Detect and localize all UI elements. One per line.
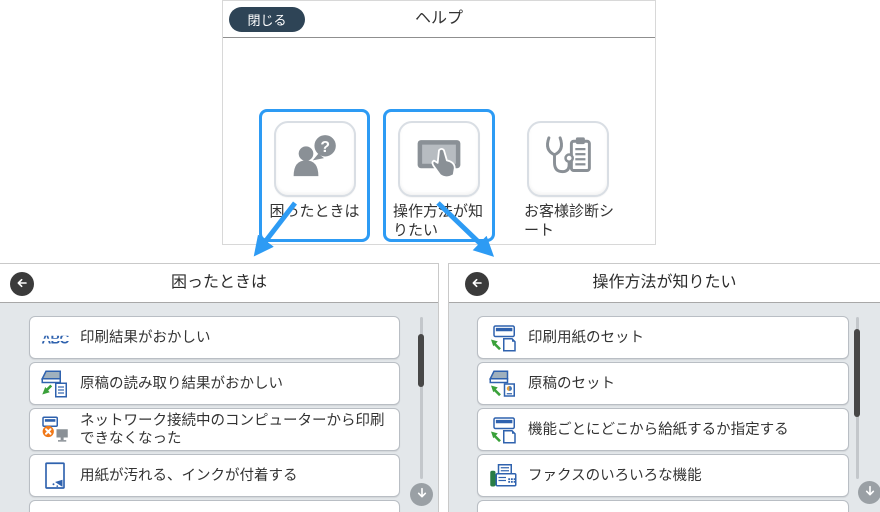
category-label: 操作方法が知りたい	[393, 203, 484, 239]
scroll-down-button[interactable]	[410, 483, 433, 506]
back-button[interactable]	[10, 272, 34, 296]
help-home-screen: 閉じる ヘルプ 困ったときは 操作方法が知りたい お客様診断シート	[222, 0, 656, 245]
person-question-icon	[288, 130, 342, 189]
list-item-label: 印刷結果がおかしい	[80, 329, 211, 346]
list-item-label: 原稿の読み取り結果がおかしい	[80, 375, 283, 392]
category-how-to[interactable]: 操作方法が知りたい	[383, 109, 495, 242]
smudged-paper-icon	[40, 461, 70, 491]
print-quality-icon	[40, 323, 70, 353]
diagnosis-sheet-icon	[541, 130, 595, 189]
category-label: お客様診断シート	[524, 203, 615, 239]
list-item-label: ファクスのいろいろな機能	[528, 467, 702, 484]
down-arrow-icon	[414, 485, 430, 504]
list-item-scan-result[interactable]: 原稿の読み取り結果がおかしい	[29, 362, 400, 405]
scroll-down-button[interactable]	[858, 481, 880, 504]
category-troubleshooting[interactable]: 困ったときは	[259, 109, 370, 242]
help-category-grid: 困ったときは 操作方法が知りたい お客様診断シート	[223, 38, 655, 244]
scrollbar-thumb[interactable]	[418, 334, 424, 387]
touch-screen-icon	[412, 130, 466, 189]
help-home-header: 閉じる ヘルプ	[223, 1, 655, 38]
how-to-screen: 操作方法が知りたい 印刷用紙のセット 原稿のセット 機能ごとにどこから給紙するか…	[448, 263, 880, 512]
paper-source-icon	[488, 415, 518, 445]
list-item-label: 機能ごとにどこから給紙するか指定する	[528, 421, 789, 438]
scrollbar-thumb[interactable]	[854, 329, 860, 417]
fax-features-icon	[488, 461, 518, 491]
list-item-print-result[interactable]: 印刷結果がおかしい	[29, 316, 400, 359]
list-item-label: 印刷用紙のセット	[528, 329, 644, 346]
help-title: ヘルプ	[414, 10, 463, 27]
list-item-label: 原稿のセット	[528, 375, 615, 392]
panel-title: 困ったときは	[170, 274, 267, 291]
list-item-paper-source[interactable]: 機能ごとにどこから給紙するか指定する	[477, 408, 849, 451]
down-arrow-icon	[862, 483, 878, 502]
category-tile[interactable]	[398, 121, 480, 197]
list-item-partial[interactable]	[29, 500, 400, 512]
panel-title: 操作方法が知りたい	[592, 274, 737, 291]
back-button[interactable]	[465, 272, 489, 296]
list-item-fax-features[interactable]: ファクスのいろいろな機能	[477, 454, 849, 497]
troubleshooting-list: 印刷結果がおかしい 原稿の読み取り結果がおかしい ネットワーク接続中のコンピュー…	[29, 316, 400, 512]
category-label: 困ったときは	[269, 203, 360, 220]
list-item-partial[interactable]	[477, 500, 849, 512]
scan-result-icon	[40, 369, 70, 399]
category-tile[interactable]	[527, 121, 609, 197]
list-item-smudged-paper[interactable]: 用紙が汚れる、インクが付着する	[29, 454, 400, 497]
list-item-load-paper[interactable]: 印刷用紙のセット	[477, 316, 849, 359]
list-item-label: 用紙が汚れる、インクが付着する	[80, 467, 298, 484]
how-to-list: 印刷用紙のセット 原稿のセット 機能ごとにどこから給紙するか指定する ファクスの…	[477, 316, 849, 512]
load-paper-icon	[488, 323, 518, 353]
close-button[interactable]: 閉じる	[229, 7, 305, 32]
troubleshooting-screen: 困ったときは 印刷結果がおかしい 原稿の読み取り結果がおかしい ネットワーク接続…	[0, 263, 439, 512]
list-item-label: ネットワーク接続中のコンピューターから印刷できなくなった	[80, 412, 385, 447]
how-to-header: 操作方法が知りたい	[449, 264, 880, 303]
scrollbar-track	[420, 317, 423, 479]
list-item-network-print[interactable]: ネットワーク接続中のコンピューターから印刷できなくなった	[29, 408, 400, 451]
list-item-place-original[interactable]: 原稿のセット	[477, 362, 849, 405]
category-diagnosis-sheet[interactable]: お客様診断シート	[518, 109, 618, 242]
network-error-icon	[40, 415, 70, 445]
troubleshooting-header: 困ったときは	[0, 264, 438, 303]
place-original-icon	[488, 369, 518, 399]
category-tile[interactable]	[273, 121, 356, 197]
